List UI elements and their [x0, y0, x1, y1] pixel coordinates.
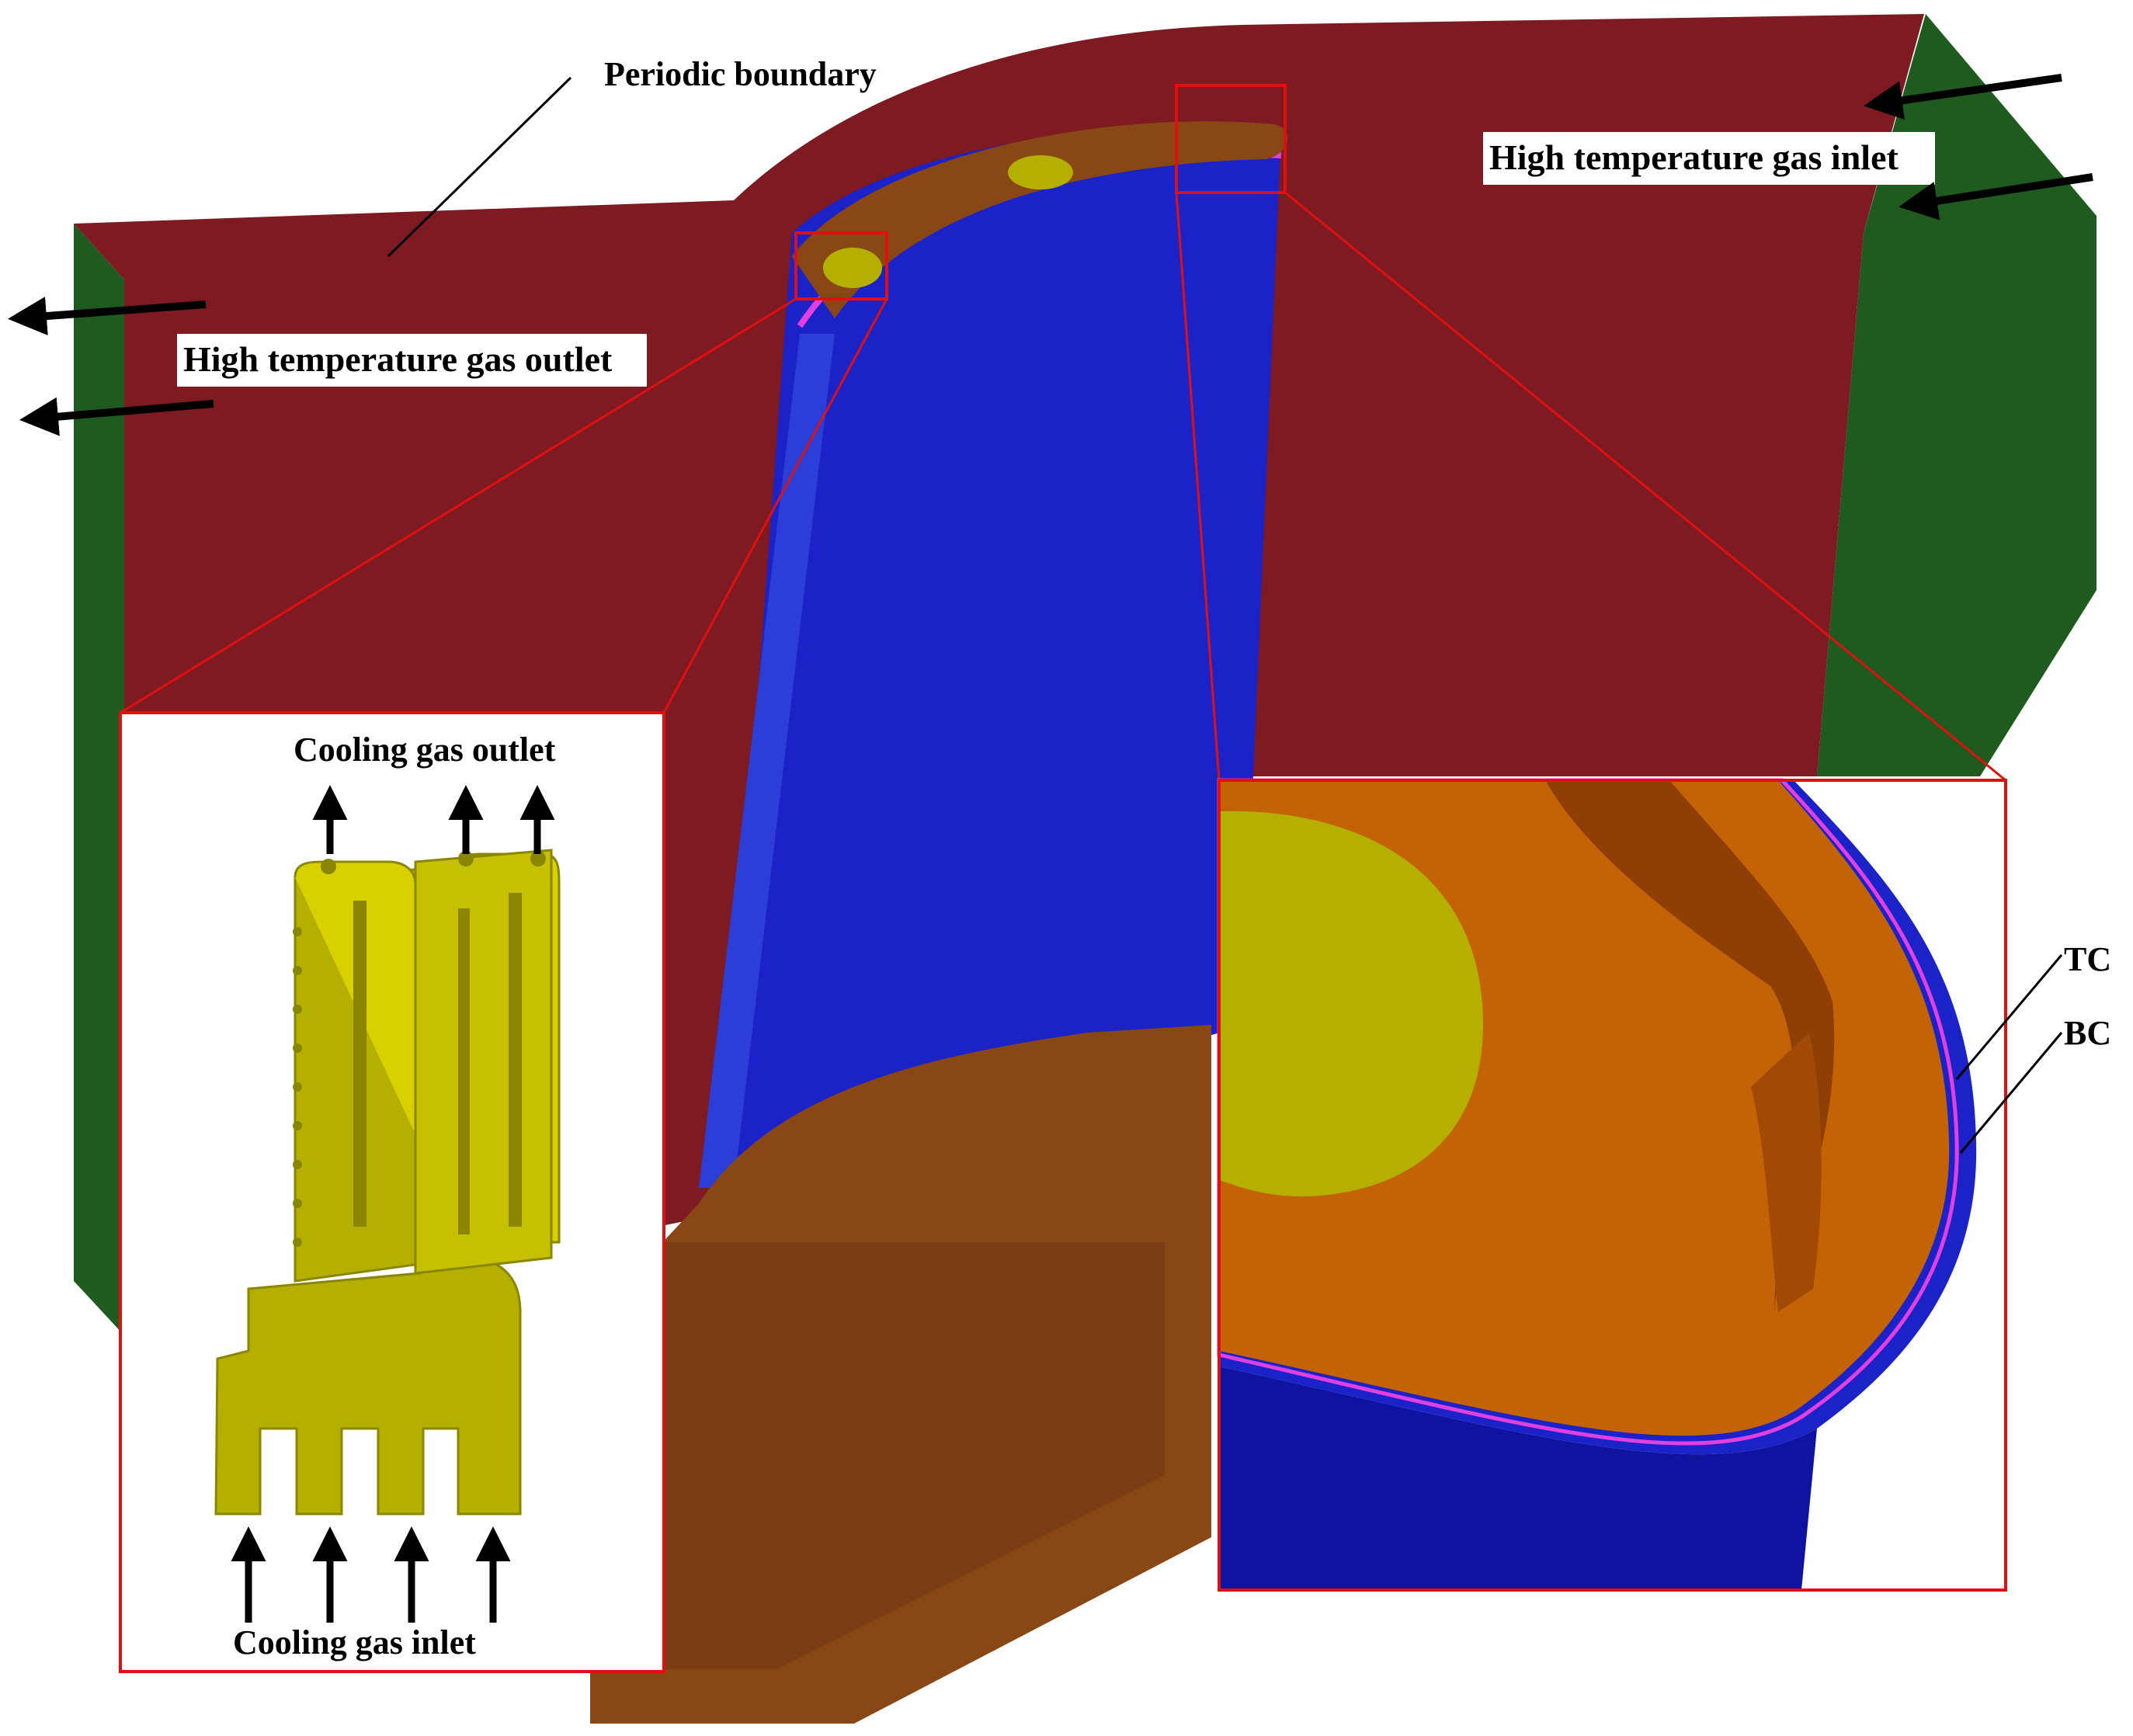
callout-marker-left — [794, 231, 888, 300]
gas-inlet-arrow-2 — [1899, 173, 2093, 220]
cooling-channel-model — [214, 849, 561, 1516]
callout-line-right-1 — [1175, 192, 1221, 781]
bc-leader-line — [1959, 1032, 2063, 1154]
gas-inlet-arrow-1 — [1864, 74, 2062, 120]
periodic-side-right — [1817, 14, 2097, 776]
label-bc: BC — [2064, 1014, 2111, 1052]
label-periodic-boundary: Periodic boundary — [604, 55, 877, 93]
cooling-hole-top-2 — [1008, 155, 1073, 189]
coating-detail-frame — [1218, 779, 2007, 1592]
callout-line-left-1 — [120, 297, 797, 714]
callout-line-left-2 — [662, 298, 888, 713]
gas-outlet-arrow-1 — [8, 297, 207, 336]
callout-line-right-2 — [1284, 191, 2006, 782]
vane-leading-edge — [699, 334, 835, 1188]
gas-outlet-label-box — [177, 334, 647, 387]
label-cooling-gas-inlet: Cooling gas inlet — [233, 1623, 476, 1661]
label-gas-outlet: High temperature gas outlet — [183, 339, 613, 379]
coating-detail-panel — [1217, 778, 2006, 1590]
label-tc: TC — [2064, 940, 2111, 978]
tc-leader-line — [1955, 954, 2063, 1080]
periodic-side-left — [74, 224, 124, 1335]
periodic-boundary-leader — [387, 76, 572, 258]
cooling-hole-top-1 — [823, 248, 882, 288]
label-gas-inlet: High temperature gas inlet — [1489, 137, 1899, 177]
gas-outlet-arrow-2 — [19, 397, 214, 436]
vane-airfoil — [722, 128, 1281, 1180]
callout-marker-right — [1175, 84, 1287, 194]
gas-inlet-label-box — [1483, 132, 1935, 185]
label-cooling-gas-outlet: Cooling gas outlet — [294, 731, 556, 769]
platform-lower-step — [660, 1242, 1165, 1669]
